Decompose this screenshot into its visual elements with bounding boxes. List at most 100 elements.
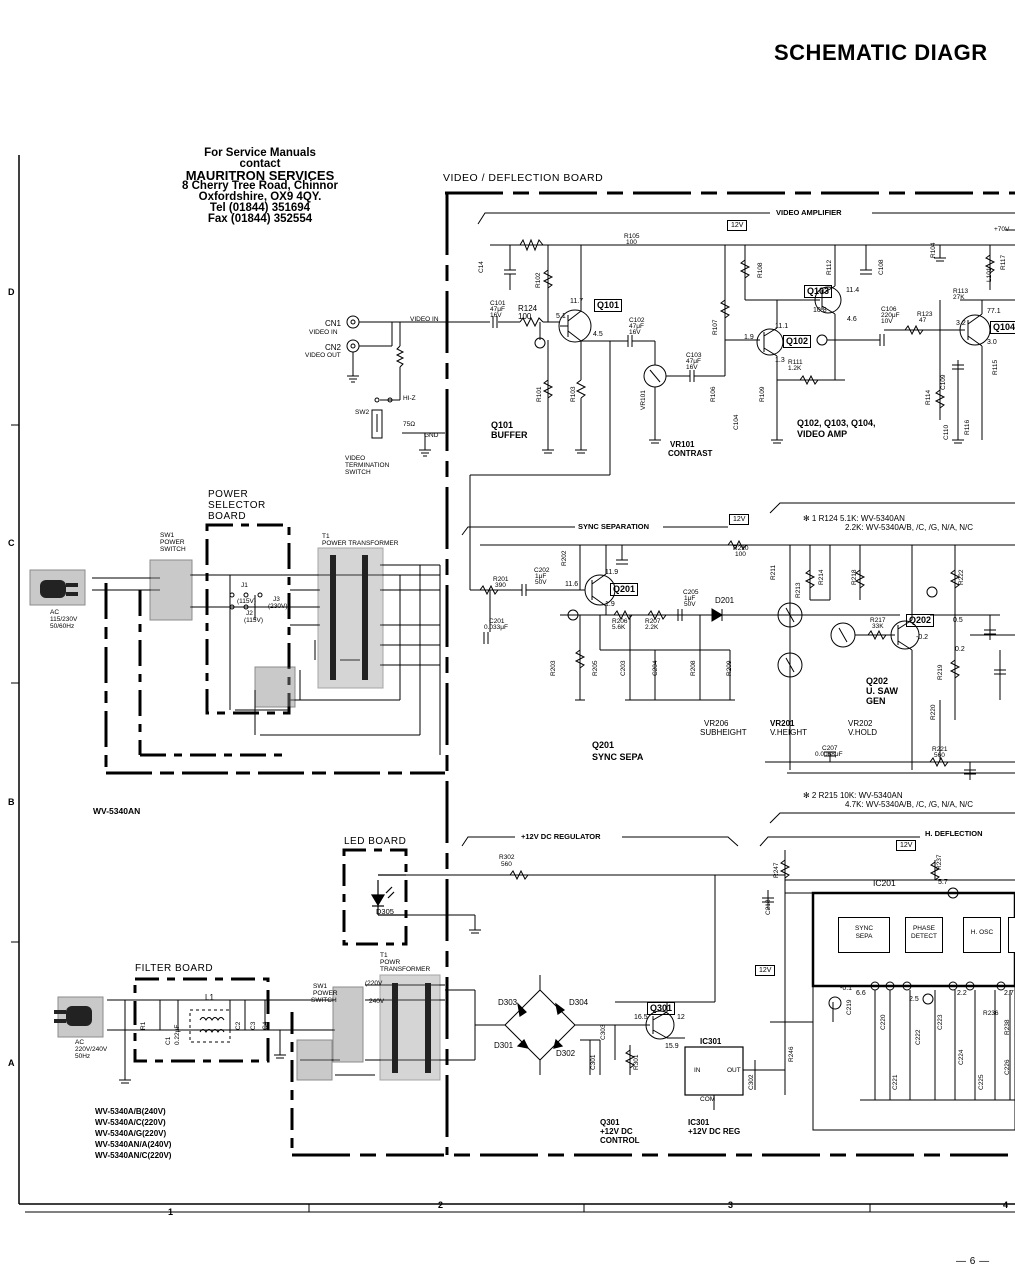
r219-label: R219 bbox=[937, 664, 944, 680]
grid-col-2: 2 bbox=[438, 1200, 444, 1210]
r117-label: R117 bbox=[1000, 254, 1007, 270]
c225-label: C225 bbox=[978, 1074, 985, 1090]
ic301-com: COM bbox=[700, 1096, 716, 1103]
phase-line-2: DETECT bbox=[911, 933, 937, 940]
vts-line-2: TERMINATION bbox=[345, 462, 390, 469]
grid-col-4: 4 bbox=[1003, 1200, 1009, 1210]
cn1-label: CN1 bbox=[325, 319, 342, 328]
cn2-sub: VIDEO OUT bbox=[305, 352, 341, 359]
model-1: WV-5340A/B(240V) bbox=[95, 1107, 166, 1116]
grid-col-3: 3 bbox=[728, 1200, 734, 1210]
ac-bottom-3: 50Hz bbox=[75, 1053, 91, 1060]
c110-label: C110 bbox=[943, 424, 950, 440]
ic201-hosc-block: H. OSC bbox=[963, 917, 1001, 953]
r1-label: R1 bbox=[140, 1021, 147, 1030]
c102-value: 47μF bbox=[629, 323, 644, 330]
v-4-6: 4.6 bbox=[847, 316, 857, 323]
c106-voltage: 10V bbox=[881, 318, 893, 325]
hiz-label: HI-Z bbox=[403, 395, 416, 402]
r302-value: 560 bbox=[501, 861, 512, 868]
vts-line-3: SWITCH bbox=[345, 469, 371, 476]
sync-sepa-line-2: SEPA bbox=[855, 933, 873, 940]
v-m0-2: -0.2 bbox=[916, 634, 929, 641]
c303-label: C303 bbox=[600, 1024, 607, 1040]
j3-label: J3 bbox=[273, 596, 280, 603]
q201-tag: Q201 bbox=[610, 583, 639, 596]
video-amp-transistors: Q102, Q103, Q104, bbox=[797, 418, 876, 428]
c104-label: C104 bbox=[733, 414, 740, 430]
q101-label: Q101 bbox=[491, 420, 514, 430]
note-1-a: ✻ 1 R124 5.1K: WV-5340AN bbox=[803, 514, 905, 523]
v-0-5: 0.5 bbox=[953, 617, 963, 624]
c102-label: C102 bbox=[629, 317, 645, 324]
ic201-label: IC201 bbox=[873, 878, 896, 888]
v-1-9: 1.9 bbox=[744, 334, 754, 341]
video-amp-function: VIDEO AMP bbox=[797, 429, 848, 439]
r208-label: R208 bbox=[690, 660, 697, 676]
q102-tag: Q102 bbox=[783, 335, 812, 348]
note-1-b: 2.2K: WV-5340A/B, /C, /G, N/A, N/C bbox=[845, 523, 974, 532]
c201-value: 0.033μF bbox=[484, 624, 508, 631]
c223-label: C223 bbox=[937, 1014, 944, 1030]
r111-value: 1.2K bbox=[788, 365, 802, 372]
r108-label: R108 bbox=[757, 262, 764, 278]
v-2-7: 2.7 bbox=[1004, 990, 1014, 997]
c202-voltage: 50V bbox=[535, 579, 547, 586]
c205-voltage: 50V bbox=[684, 601, 696, 608]
r101-label: R101 bbox=[536, 386, 543, 402]
r103-label: R103 bbox=[570, 386, 577, 402]
ic301-in: IN bbox=[694, 1067, 701, 1074]
c220-label: C220 bbox=[880, 1014, 887, 1030]
r209-label: R209 bbox=[726, 660, 733, 676]
sw1-bottom-3: SWITCH bbox=[311, 997, 337, 1004]
video-in-wire: VIDEO IN bbox=[410, 316, 439, 323]
q202-function-1: U. SAW bbox=[866, 686, 899, 696]
c221-label: C221 bbox=[892, 1074, 899, 1090]
section-dc-regulator: +12V DC REGULATOR bbox=[521, 832, 601, 842]
ic201-next-block bbox=[1008, 917, 1015, 953]
c202-label: C202 bbox=[534, 567, 550, 574]
ic201-sync-sepa-block: SYNC SEPA bbox=[838, 917, 890, 953]
r116-label: R116 bbox=[964, 419, 971, 435]
c2-label: C2 bbox=[235, 1021, 242, 1030]
v-m0-1: -0.1 bbox=[840, 985, 853, 992]
r213-label: R213 bbox=[795, 582, 802, 598]
r247-label: R247 bbox=[773, 862, 780, 878]
c106-value: 220μF bbox=[881, 312, 900, 319]
ic301-label: IC301 bbox=[700, 1037, 722, 1046]
r75-label: 75Ω bbox=[403, 421, 416, 428]
model-top: WV-5340AN bbox=[93, 806, 141, 816]
plus70v-label: +70V bbox=[994, 226, 1010, 233]
r206-label: R206 bbox=[612, 618, 628, 625]
vr206-function: SUBHEIGHT bbox=[700, 728, 747, 737]
note-2-b: 4.7K: WV-5340A/B, /C, /G, N/A, N/C bbox=[845, 800, 974, 809]
service-line-2: contact bbox=[239, 158, 281, 170]
r221-label: R221 bbox=[932, 746, 948, 753]
board-power-selector-2: SELECTOR bbox=[208, 500, 266, 511]
sw1-bottom-1: SW1 bbox=[313, 983, 328, 990]
r236-label: R236 bbox=[983, 1010, 999, 1017]
cn1-sub: VIDEO IN bbox=[309, 329, 338, 336]
r218-label: R218 bbox=[851, 569, 858, 585]
r207-value: 2.2K bbox=[645, 624, 659, 631]
r111-label: R111 bbox=[788, 359, 803, 366]
q301-tag: Q301 bbox=[647, 1002, 676, 1015]
board-led: LED BOARD bbox=[344, 836, 407, 847]
board-video-deflection: VIDEO / DEFLECTION BOARD bbox=[443, 172, 604, 184]
v115-label-a: (115V) bbox=[237, 598, 257, 605]
r214-label: R214 bbox=[818, 569, 825, 585]
service-contact-block: For Service Manuals contact MAURITRON SE… bbox=[160, 147, 360, 225]
c1-label: C1 bbox=[165, 1036, 172, 1045]
v-11-9: 11.9 bbox=[605, 569, 619, 576]
v-15-9: 15.9 bbox=[665, 1043, 679, 1050]
cn2-label: CN2 bbox=[325, 343, 342, 352]
board-filter: FILTER BOARD bbox=[135, 963, 214, 974]
v-11-4: 11.4 bbox=[846, 287, 860, 294]
c3-label: C3 bbox=[250, 1021, 257, 1030]
r207-label: R207 bbox=[645, 618, 661, 625]
r203-label: R203 bbox=[550, 660, 557, 676]
r104-label: R104 bbox=[930, 242, 937, 258]
d303-label: D303 bbox=[498, 998, 518, 1007]
r123-label: R123 bbox=[917, 311, 933, 318]
c224-label: C224 bbox=[958, 1049, 965, 1065]
